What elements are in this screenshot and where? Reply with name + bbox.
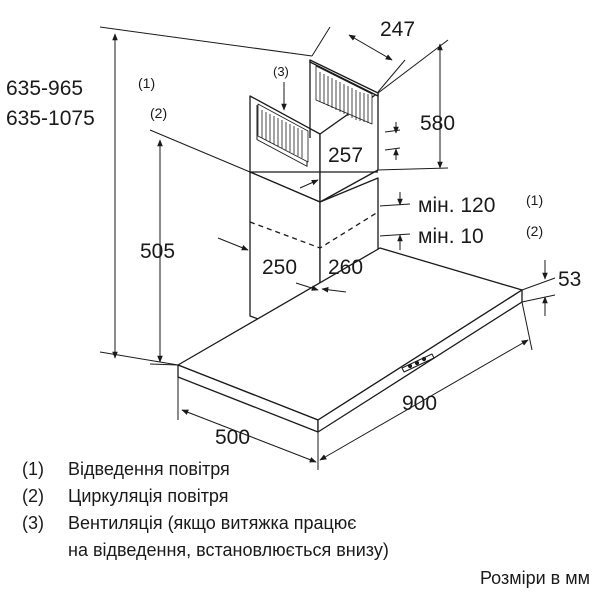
dim-500 (177, 377, 317, 463)
dim-250-260 (217, 237, 347, 293)
dim-900 (317, 301, 533, 470)
legend-item: (3) Вентиляція (якщо витяжка працює (22, 510, 389, 537)
label-247: 247 (380, 18, 415, 41)
label-53: 53 (558, 268, 581, 291)
label-min-recirculation-ref: (2) (526, 223, 543, 239)
legend-continuation: на відведення, встановлюється внизу) (68, 540, 389, 560)
label-height-recirculation: 635-1075 (6, 107, 95, 130)
legend-item: (2) Циркуляція повітря (22, 483, 389, 510)
dim-257 (299, 122, 401, 189)
label-min-exhaust: мін. 120 (418, 194, 495, 217)
legend-text: Вентиляція (якщо витяжка працює (68, 513, 357, 533)
dim-247 (311, 26, 406, 93)
legend: (1) Відведення повітря (2) Циркуляція по… (22, 456, 389, 564)
legend-num: (1) (22, 459, 44, 479)
label-257: 257 (328, 144, 363, 167)
label-vent-ref: (3) (273, 64, 289, 79)
dim-580 (377, 39, 449, 171)
units-note: Розміри в мм (479, 568, 590, 588)
label-250: 250 (262, 256, 297, 279)
dim-505 (149, 129, 251, 366)
label-height-recirculation-ref: (2) (150, 105, 167, 121)
label-min-recirculation: мін. 10 (418, 225, 484, 248)
label-height-exhaust-ref: (1) (138, 75, 155, 91)
label-height-exhaust: 635-965 (6, 77, 83, 100)
legend-text: Відведення повітря (68, 459, 230, 479)
legend-num: (2) (22, 486, 44, 506)
label-500: 500 (215, 426, 250, 449)
dim-total-height (99, 26, 313, 366)
dim-min-gap (379, 192, 411, 250)
label-min-exhaust-ref: (1) (526, 192, 543, 208)
label-580: 580 (420, 112, 455, 135)
legend-text: Циркуляція повітря (68, 486, 229, 506)
legend-num: (3) (22, 513, 44, 533)
dim-53 (521, 260, 556, 316)
label-505: 505 (140, 240, 175, 263)
legend-item: (1) Відведення повітря (22, 456, 389, 483)
label-260: 260 (328, 256, 363, 279)
label-900: 900 (402, 392, 437, 415)
